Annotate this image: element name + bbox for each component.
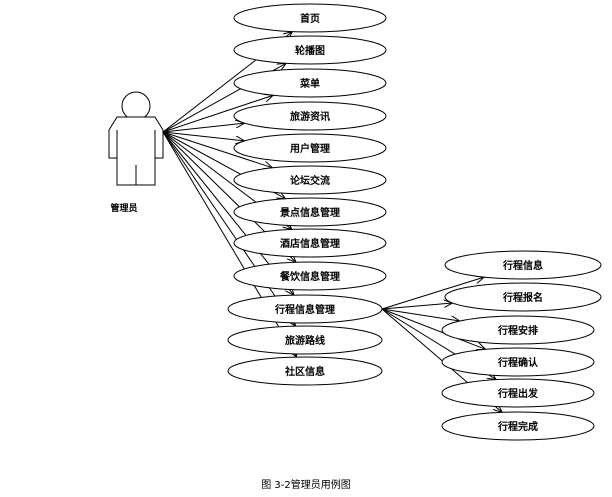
- use-case-label: 菜单: [299, 77, 320, 90]
- use-case-link-uc-forum: [162, 131, 273, 168]
- use-case-uc-routes: 旅游路线: [227, 325, 383, 355]
- sub-use-case-sub-itinerary-info: 行程信息: [444, 250, 602, 280]
- use-case-ellipse: [233, 68, 387, 98]
- sub-use-case-sub-itinerary-confirm: 行程确认: [441, 347, 595, 377]
- use-case-uc-itinerary-mgmt: 行程信息管理: [227, 294, 383, 324]
- use-case-label: 行程报名: [502, 291, 543, 304]
- use-case-ellipse: [233, 165, 387, 195]
- use-case-ellipse: [233, 3, 387, 33]
- use-case-link-uc-user-mgmt: [162, 131, 245, 141]
- use-case-ellipse: [233, 133, 387, 163]
- use-case-uc-user-mgmt: 用户管理: [233, 133, 387, 163]
- use-case-label: 行程信息: [502, 259, 543, 272]
- actor-head: [121, 91, 151, 121]
- use-case-uc-forum: 论坛交流: [233, 165, 387, 195]
- use-case-uc-home: 首页: [233, 3, 387, 33]
- use-case-ellipse: [441, 315, 595, 345]
- use-case-label: 行程信息管理: [274, 303, 335, 316]
- actor-label: 管理员: [110, 202, 137, 214]
- figure-caption: 图 3-2管理员用例图: [261, 478, 351, 491]
- use-case-ellipse: [441, 378, 595, 408]
- use-case-label: 社区信息: [284, 365, 325, 378]
- use-case-label: 餐饮信息管理: [279, 270, 340, 283]
- actor-body: [108, 116, 164, 186]
- use-case-uc-dining-mgmt: 餐饮信息管理: [233, 261, 387, 291]
- use-case-ellipse: [227, 356, 383, 386]
- use-case-uc-travel-news: 旅游资讯: [233, 101, 387, 131]
- use-case-label: 行程确认: [497, 356, 539, 369]
- sub-use-case-link-sub-itinerary-confirm: [381, 308, 486, 349]
- sub-use-case-sub-itinerary-arrange: 行程安排: [441, 315, 595, 345]
- use-case-link-uc-travel-news: [162, 123, 245, 133]
- sub-use-case-link-sub-itinerary-arrange: [381, 308, 460, 321]
- use-case-label: 酒店信息管理: [280, 237, 340, 250]
- use-case-label: 行程出发: [497, 387, 539, 400]
- use-case-link-uc-menu: [162, 95, 273, 133]
- use-case-label: 景点信息管理: [280, 206, 340, 219]
- use-case-label: 行程完成: [497, 420, 538, 433]
- use-case-label: 旅游路线: [285, 334, 325, 347]
- main-use-cases: 首页轮播图菜单旅游资讯用户管理论坛交流景点信息管理酒店信息管理餐饮信息管理行程信…: [227, 3, 387, 386]
- use-case-label: 首页: [300, 12, 320, 25]
- use-case-ellipse: [444, 282, 602, 312]
- use-case-link-uc-routes: [162, 131, 296, 326]
- use-case-uc-community: 社区信息: [227, 356, 383, 386]
- use-case-label: 行程安排: [497, 324, 538, 337]
- sub-use-case-sub-itinerary-complete: 行程完成: [441, 411, 595, 441]
- use-case-label: 旅游资讯: [290, 110, 330, 123]
- sub-use-case-link-sub-itinerary-info: [381, 277, 484, 310]
- use-case-label: 论坛交流: [290, 174, 330, 187]
- use-case-ellipse: [441, 411, 595, 441]
- use-case-ellipse: [233, 261, 387, 291]
- use-case-uc-hotel-mgmt: 酒店信息管理: [233, 228, 387, 258]
- use-case-ellipse: [233, 228, 387, 258]
- use-case-ellipse: [227, 325, 383, 355]
- sub-use-case-link-sub-itinerary-signup: [381, 303, 453, 310]
- use-case-uc-menu: 菜单: [233, 68, 387, 98]
- use-case-ellipse: [444, 250, 602, 280]
- use-case-ellipse: [441, 347, 595, 377]
- use-case-ellipse: [233, 35, 387, 65]
- use-case-uc-carousel: 轮播图: [233, 35, 387, 65]
- use-case-label: 轮播图: [295, 44, 325, 57]
- use-case-label: 用户管理: [289, 142, 330, 155]
- sub-use-case-sub-itinerary-signup: 行程报名: [444, 282, 602, 312]
- use-case-ellipse: [233, 197, 387, 227]
- use-case-ellipse: [233, 101, 387, 131]
- sub-use-case-sub-itinerary-depart: 行程出发: [441, 378, 595, 408]
- actor-figure: [108, 91, 164, 186]
- use-case-uc-scenic-mgmt: 景点信息管理: [233, 197, 387, 227]
